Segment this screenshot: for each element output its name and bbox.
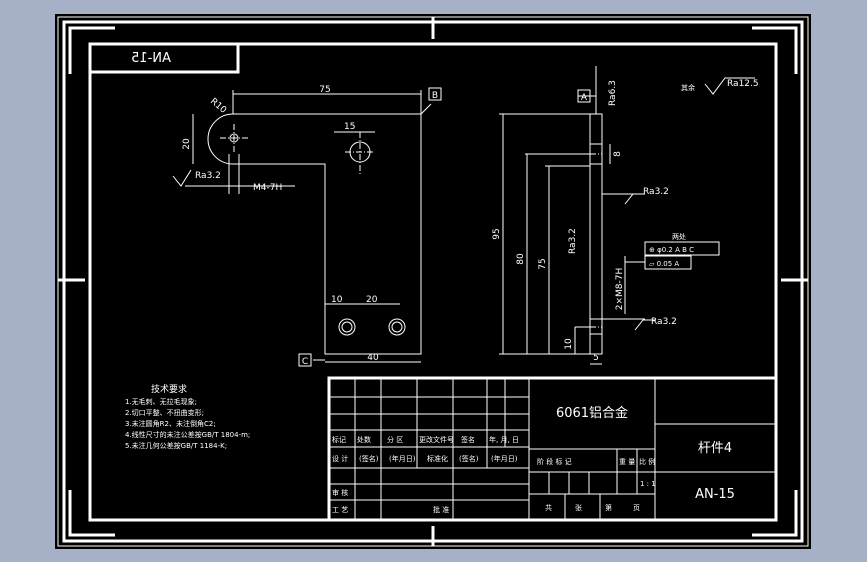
label-sign2: (签名) [459,454,479,463]
mirrored-code: AN-15 [131,51,171,66]
tech-item: 5.未注几何公差按GB/T 1184-K; [125,441,227,450]
label-sign: 签名 [461,435,475,444]
m4-hole [229,133,239,143]
drawing-number: AN-15 [695,487,735,502]
dim-40: 40 [367,353,379,363]
label-weight: 重 量 [619,458,635,466]
dim-75-side: 75 [538,258,548,269]
dim-8: 8 [613,151,623,157]
label-design: 设 计 [332,454,348,463]
tech-item: 4.线性尺寸的未注公差按GB/T 1804-m; [125,430,250,439]
label-date1: (年月日) [389,454,416,463]
drawing-sheet: AN-15 75 R10 20 15 Ra3.2 M4-7H 10 20 40 … [55,14,811,549]
label-date: 年, 月, 日 [489,435,519,444]
code-box [88,42,240,74]
datum-c: C [302,357,308,367]
label-page: 第 [605,503,612,512]
label-zone: 分 区 [387,435,403,444]
label-stage: 阶 段 标 记 [537,457,572,466]
roughness-side: Ra3.2 [643,187,669,197]
label-total: 共 [545,503,552,512]
dim-d15: 15 [344,122,355,132]
datum-b-box [428,87,442,101]
both-places-label: 两处 [672,232,686,241]
label-approve: 批 准 [433,505,449,514]
centering-marks [58,17,808,546]
position-tolerance-frame [644,241,720,256]
dim-80: 80 [516,253,526,265]
part-front-view [207,113,422,355]
dim-10: 10 [331,295,343,305]
dim-10-side: 10 [564,338,574,350]
roughness-left: Ra3.2 [195,171,221,181]
dim-75-top: 75 [319,85,330,95]
tech-item: 3.未注圆角R2、未注倒角C2; [125,419,216,428]
dim-20-holes: 20 [366,295,378,305]
datum-a-box [577,89,591,103]
label-scale: 比 例 [639,457,655,466]
label-page-unit: 页 [633,504,640,512]
dim-95: 95 [492,228,502,239]
rest-label: 其余 [681,83,695,92]
roughness-top: Ra6.3 [608,80,618,106]
label-std: 标准化 [427,454,448,463]
flatness-tolerance: ▱ 0.05 A [649,260,679,268]
thread-m8: 2×M8-7H [615,268,625,311]
roughness-mid: Ra3.2 [568,228,578,254]
part-side-view [589,113,603,355]
tech-item: 1.无毛刺、无拉毛现象; [125,397,197,406]
label-review: 审 核 [332,488,348,497]
scale-value: 1 : 1 [640,480,656,488]
label-mark: 标记 [332,435,346,444]
m8-hole-1 [338,318,356,336]
dim-5: 5 [593,353,599,363]
label-process: 工 艺 [332,506,348,514]
m8-hole-2 [388,318,406,336]
label-sign1: (签名) [359,454,379,463]
label-date2: (年月日) [491,454,518,463]
rest-roughness: Ra12.5 [727,79,759,89]
label-doc: 更改文件号 [419,435,454,444]
title-block [327,376,778,522]
position-tolerance: ⊕ φ0.2 A B C [649,246,694,254]
datum-b: B [432,91,438,101]
tech-title: 技术要求 [151,383,187,395]
label-sheet-count: 张 [575,503,582,512]
datum-c-box [298,353,312,367]
part-name: 杆件4 [698,441,732,456]
cad-drawing: AN-15 75 R10 20 15 Ra3.2 M4-7H 10 20 40 … [57,16,809,547]
material: 6061铝合金 [556,405,628,421]
dim-r10: R10 [208,97,228,116]
datum-a: A [581,93,588,103]
label-count: 处数 [357,435,371,444]
dim-20: 20 [182,138,192,150]
tech-item: 2.切口平整、不扭曲变形; [125,408,204,417]
thread-m4: M4-7H [253,183,282,193]
roughness-low: Ra3.2 [651,317,677,327]
